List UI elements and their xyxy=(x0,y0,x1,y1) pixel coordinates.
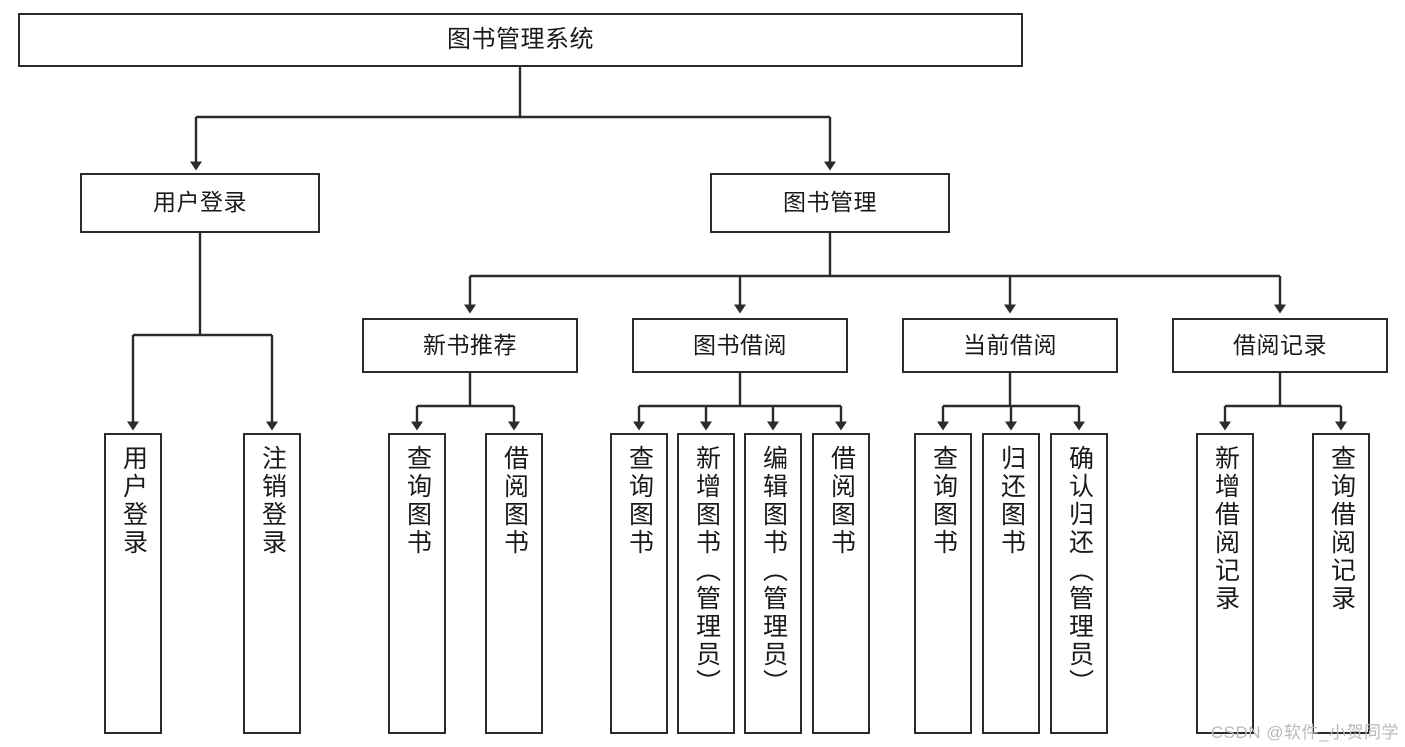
node-label: 查询借阅记录 xyxy=(1327,445,1356,613)
node-label: 用户登录 xyxy=(119,445,148,557)
node-label: 图书借阅 xyxy=(693,331,787,358)
node-user-login[interactable]: 用户登录 xyxy=(80,173,320,233)
node-label: 借阅记录 xyxy=(1233,331,1327,358)
node-label: 确认归还（管理员） xyxy=(1065,445,1094,697)
node-new-book-recommend[interactable]: 新书推荐 xyxy=(362,318,578,373)
node-leaf-query-record[interactable]: 查询借阅记录 xyxy=(1312,433,1370,734)
node-leaf-add-book[interactable]: 新增图书（管理员） xyxy=(677,433,735,734)
node-label: 新书推荐 xyxy=(423,331,517,358)
node-current-borrow[interactable]: 当前借阅 xyxy=(902,318,1118,373)
node-label: 注销登录 xyxy=(258,445,287,557)
node-label: 查询图书 xyxy=(625,445,654,557)
node-label: 图书管理系统 xyxy=(447,25,594,53)
node-label: 新增图书（管理员） xyxy=(692,445,721,697)
node-leaf-borrow-book-1[interactable]: 借阅图书 xyxy=(485,433,543,734)
node-leaf-borrow-book-2[interactable]: 借阅图书 xyxy=(812,433,870,734)
watermark: CSDN @软件_小贺同学 xyxy=(1210,723,1399,742)
node-leaf-confirm-return[interactable]: 确认归还（管理员） xyxy=(1050,433,1108,734)
node-leaf-query-book-3[interactable]: 查询图书 xyxy=(914,433,972,734)
node-leaf-return-book[interactable]: 归还图书 xyxy=(982,433,1040,734)
node-label: 用户登录 xyxy=(153,189,247,216)
node-book-borrow[interactable]: 图书借阅 xyxy=(632,318,848,373)
node-label: 当前借阅 xyxy=(963,331,1057,358)
node-leaf-query-book-2[interactable]: 查询图书 xyxy=(610,433,668,734)
node-borrow-record[interactable]: 借阅记录 xyxy=(1172,318,1388,373)
node-label: 查询图书 xyxy=(403,445,432,557)
node-label: 图书管理 xyxy=(783,189,877,216)
node-book-management[interactable]: 图书管理 xyxy=(710,173,950,233)
node-label: 借阅图书 xyxy=(827,445,856,557)
node-leaf-logout-login[interactable]: 注销登录 xyxy=(243,433,301,734)
node-leaf-user-login[interactable]: 用户登录 xyxy=(104,433,162,734)
node-label: 借阅图书 xyxy=(500,445,529,557)
node-leaf-edit-book[interactable]: 编辑图书（管理员） xyxy=(744,433,802,734)
node-label: 新增借阅记录 xyxy=(1211,445,1240,613)
node-label: 编辑图书（管理员） xyxy=(759,445,788,697)
node-leaf-query-book-1[interactable]: 查询图书 xyxy=(388,433,446,734)
node-label: 查询图书 xyxy=(929,445,958,557)
node-leaf-add-record[interactable]: 新增借阅记录 xyxy=(1196,433,1254,734)
node-root-system[interactable]: 图书管理系统 xyxy=(18,13,1023,67)
node-label: 归还图书 xyxy=(997,445,1026,557)
